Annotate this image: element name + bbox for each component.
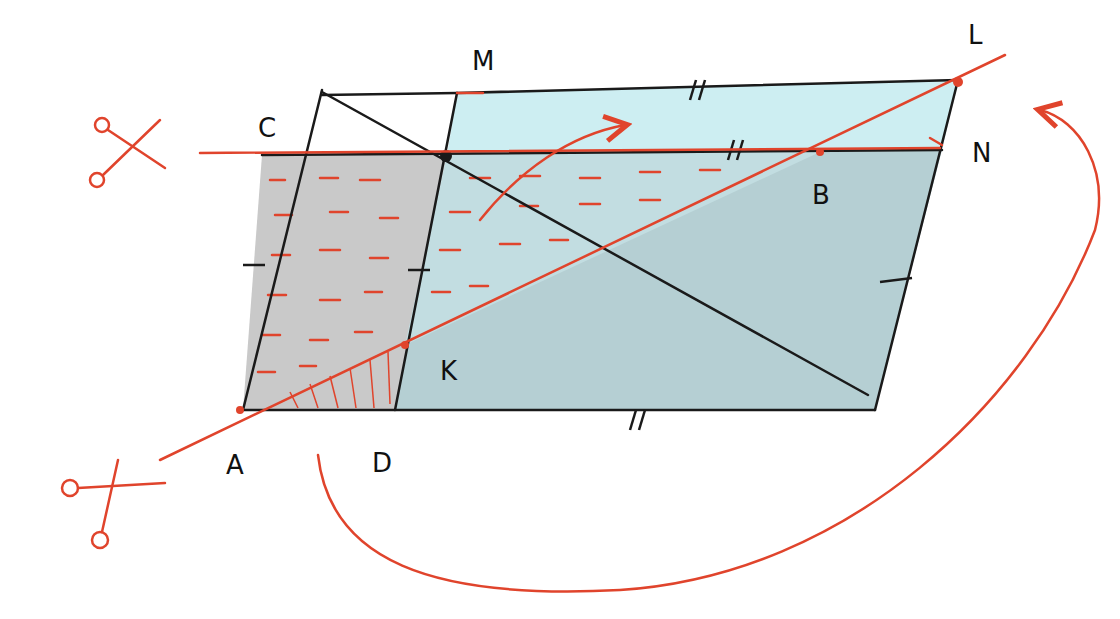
point-label: M [472,48,494,74]
point-label: L [968,22,983,48]
point-label: B [812,182,830,208]
point-label: D [372,450,392,476]
point-label: A [226,452,244,478]
point-label: K [440,358,457,384]
point-label: N [972,140,991,166]
scissors-symbol [62,118,165,548]
point-label: C [258,115,276,141]
